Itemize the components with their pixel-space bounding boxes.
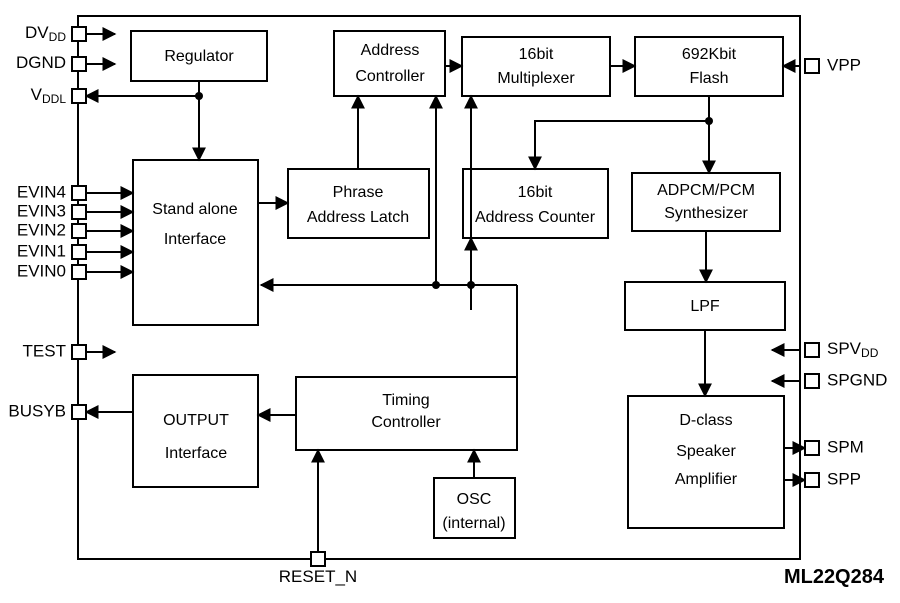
part-number-label: ML22Q284 bbox=[784, 566, 885, 588]
pin-spm-label: SPM bbox=[827, 437, 864, 456]
pin-evin2-label: EVIN2 bbox=[17, 220, 66, 239]
pin-evin3-label: EVIN3 bbox=[17, 201, 66, 220]
block-adpcm-pcm-synthesizer-label-0: ADPCM/PCM bbox=[657, 182, 755, 199]
block-regulator-label-0: Regulator bbox=[164, 48, 234, 65]
block-multiplexer-label-0: 16bit bbox=[519, 46, 554, 63]
block-address-counter-label-1: Address Counter bbox=[475, 209, 596, 226]
pin-spgnd[interactable]: SPGND bbox=[804, 370, 887, 389]
block-timing-controller: Timing Controller bbox=[295, 376, 518, 451]
pin-reset-n-label: RESET_N bbox=[279, 567, 357, 586]
block-standalone-interface: Stand alone Interface bbox=[132, 159, 259, 326]
block-dclass-speaker-amplifier: D-class Speaker Amplifier bbox=[627, 395, 785, 529]
pin-evin3[interactable]: EVIN3 bbox=[17, 201, 87, 220]
block-address-controller-label-0: Address bbox=[361, 42, 420, 59]
block-dclass-speaker-amplifier-label-0: D-class bbox=[679, 412, 732, 429]
block-multiplexer-label-1: Multiplexer bbox=[497, 70, 575, 87]
block-address-counter: 16bit Address Counter bbox=[462, 168, 609, 239]
pin-busyb-label: BUSYB bbox=[8, 401, 66, 420]
svg-text:DGND: DGND bbox=[16, 53, 66, 72]
pin-spp[interactable]: SPP bbox=[804, 469, 861, 488]
pin-evin1[interactable]: EVIN1 bbox=[17, 241, 87, 260]
block-phrase-address-latch-label-0: Phrase bbox=[333, 184, 384, 201]
pin-evin0[interactable]: EVIN0 bbox=[17, 261, 87, 280]
block-lpf-label-0: LPF bbox=[690, 298, 720, 315]
pin-vddl[interactable]: VDDL bbox=[31, 85, 87, 106]
block-address-controller-label-1: Controller bbox=[355, 68, 425, 85]
block-timing-controller-label-1: Controller bbox=[371, 414, 441, 431]
block-osc-label-0: OSC bbox=[457, 491, 492, 508]
block-regulator: Regulator bbox=[130, 30, 268, 82]
block-timing-controller-label-0: Timing bbox=[382, 392, 429, 409]
chip-boundary bbox=[77, 15, 801, 560]
block-output-interface-label-0: OUTPUT bbox=[163, 412, 229, 429]
block-osc: OSC (internal) bbox=[433, 477, 516, 539]
pin-dvdd-label: DV bbox=[25, 23, 49, 42]
wire-group bbox=[84, 27, 807, 559]
block-flash-label-1: Flash bbox=[689, 70, 728, 87]
pin-evin1-label: EVIN1 bbox=[17, 241, 66, 260]
pin-evin2[interactable]: EVIN2 bbox=[17, 220, 87, 239]
pin-dgnd[interactable]: DGND bbox=[16, 53, 87, 72]
pin-vpp-label: VPP bbox=[827, 55, 861, 74]
block-adpcm-pcm-synthesizer: ADPCM/PCM Synthesizer bbox=[631, 172, 781, 232]
pin-test[interactable]: TEST bbox=[23, 341, 87, 360]
pin-test-label: TEST bbox=[23, 341, 66, 360]
block-dclass-speaker-amplifier-label-1: Speaker bbox=[676, 443, 736, 460]
block-standalone-interface-label-0: Stand alone bbox=[152, 201, 238, 218]
wire-flash-to-address-counter bbox=[528, 120, 709, 171]
pin-vddl-label: V bbox=[31, 85, 43, 104]
pin-dvdd-sub: DD bbox=[49, 30, 67, 44]
pin-dgnd-label: DGND bbox=[16, 53, 66, 72]
svg-text:VDDL: VDDL bbox=[31, 85, 67, 106]
svg-text:DVDD: DVDD bbox=[25, 23, 66, 44]
pin-evin4-label: EVIN4 bbox=[17, 182, 66, 201]
block-lpf: LPF bbox=[624, 281, 786, 331]
pin-reset-n[interactable]: RESET_N bbox=[279, 551, 357, 586]
block-output-interface-label-1: Interface bbox=[165, 445, 227, 462]
pin-spvdd[interactable]: SPVDD bbox=[804, 339, 879, 360]
block-flash-label-0: 692Kbit bbox=[682, 46, 737, 63]
block-phrase-address-latch-label-1: Address Latch bbox=[307, 209, 409, 226]
block-output-interface: OUTPUT Interface bbox=[132, 374, 259, 488]
pin-evin4[interactable]: EVIN4 bbox=[17, 182, 87, 201]
block-standalone-interface-label-1: Interface bbox=[164, 231, 226, 248]
block-adpcm-pcm-synthesizer-label-1: Synthesizer bbox=[664, 205, 748, 222]
pin-evin0-label: EVIN0 bbox=[17, 261, 66, 280]
pin-spp-label: SPP bbox=[827, 469, 861, 488]
pin-spvdd-label: SPV bbox=[827, 339, 862, 358]
pin-spm[interactable]: SPM bbox=[804, 437, 864, 456]
pin-dvdd[interactable]: DVDD bbox=[25, 23, 87, 44]
pin-spvdd-sub: DD bbox=[861, 346, 879, 360]
block-osc-label-1: (internal) bbox=[442, 515, 505, 532]
pin-spgnd-label: SPGND bbox=[827, 370, 887, 389]
junction-dot-regulator bbox=[195, 92, 203, 100]
block-address-controller: Address Controller bbox=[333, 30, 446, 97]
pin-vpp[interactable]: VPP bbox=[804, 55, 861, 74]
pin-busyb[interactable]: BUSYB bbox=[8, 401, 87, 420]
block-phrase-address-latch: Phrase Address Latch bbox=[287, 168, 430, 239]
block-address-counter-label-0: 16bit bbox=[518, 184, 553, 201]
svg-text:SPVDD: SPVDD bbox=[827, 339, 879, 360]
block-flash: 692Kbit Flash bbox=[634, 36, 784, 97]
block-multiplexer: 16bit Multiplexer bbox=[461, 36, 611, 97]
block-dclass-speaker-amplifier-label-2: Amplifier bbox=[675, 471, 738, 488]
pin-vddl-sub: DDL bbox=[42, 92, 66, 106]
